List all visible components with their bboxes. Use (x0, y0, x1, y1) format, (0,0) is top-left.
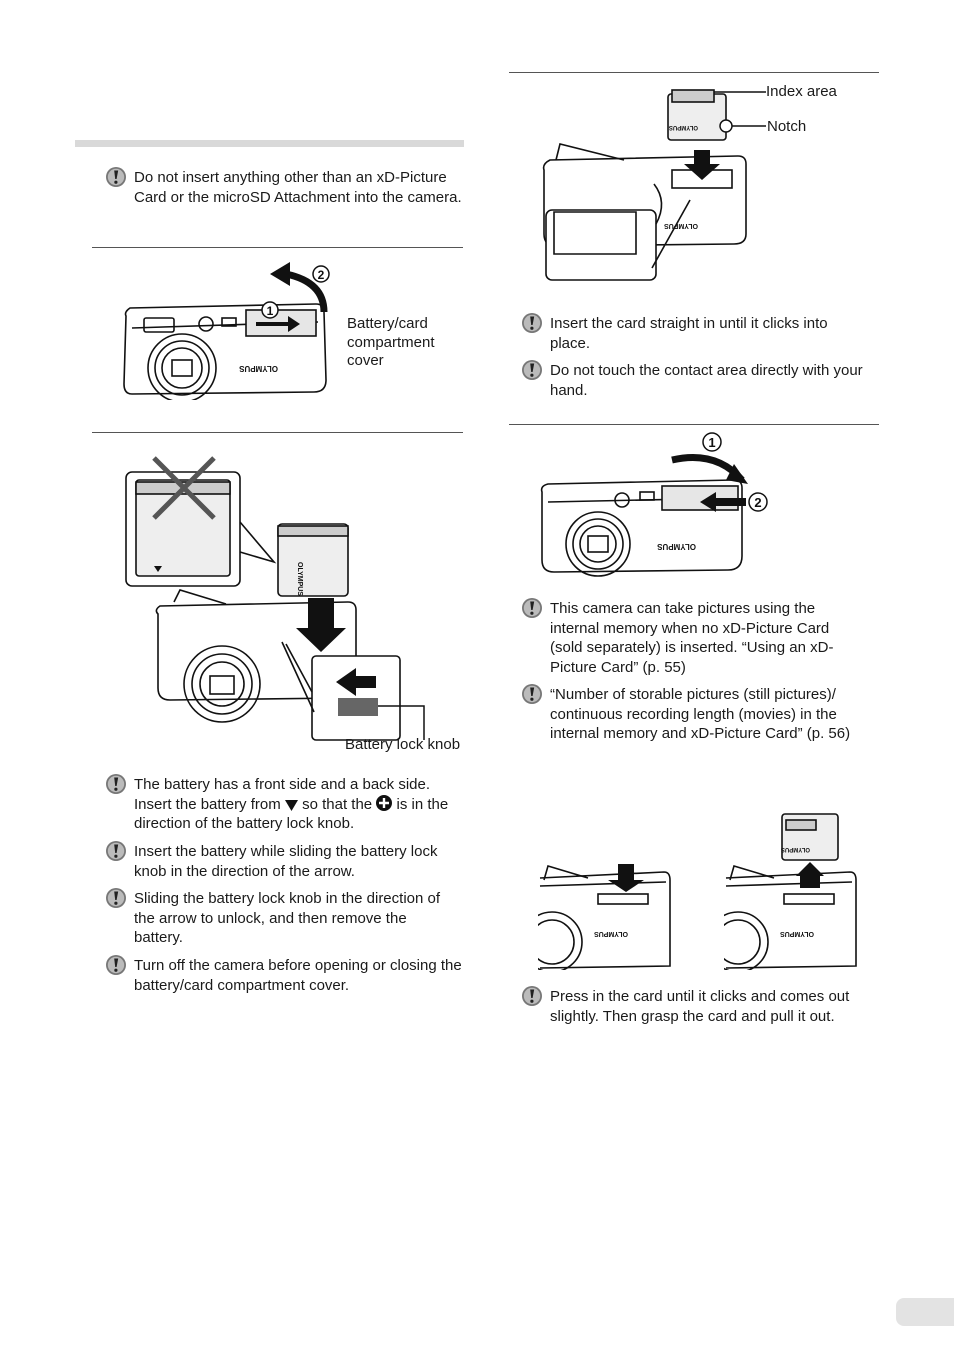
triangle-down-icon (284, 799, 298, 811)
camera-open-cover-figure: OLYMPUS 1 2 (123, 262, 330, 400)
svg-text:OLYMPUS: OLYMPUS (296, 562, 303, 596)
caution-icon (522, 313, 542, 333)
caution-icon (106, 955, 126, 975)
divider (92, 247, 463, 248)
svg-text:2: 2 (754, 495, 761, 510)
caution-icon (522, 986, 542, 1006)
note-text: The battery has a front side and a back … (134, 776, 449, 832)
svg-text:1: 1 (267, 304, 274, 318)
divider (509, 424, 879, 425)
caution-icon (106, 841, 126, 861)
note-text: Turn off the camera before opening or cl… (134, 957, 462, 994)
svg-text:OLYMPUS: OLYMPUS (657, 542, 696, 551)
note-text: Insert the battery while sliding the bat… (134, 843, 438, 880)
svg-text:OLYMPUS: OLYMPUS (781, 846, 810, 852)
svg-text:1: 1 (708, 435, 715, 450)
card-remove-figure-press: OLYMPUS (538, 864, 671, 970)
caution-icon (106, 774, 126, 794)
note-text: “Number of storable pictures (still pict… (550, 686, 851, 742)
note-text: Do not insert anything other than an xD-… (134, 169, 462, 206)
caution-icon (106, 167, 126, 187)
svg-text:OLYMPUS: OLYMPUS (664, 222, 698, 229)
notch-label: Notch (767, 118, 807, 135)
card-remove-figure-pull: OLYMPUS OLYMPUS (724, 813, 857, 970)
note-text: Sliding the battery lock knob in the dir… (134, 890, 441, 946)
brand-text: OLYMPUS (239, 364, 278, 373)
svg-text:OLYMPUS: OLYMPUS (780, 930, 814, 937)
page-tab (896, 1298, 954, 1326)
note-text: Insert the card straight in until it cli… (550, 315, 828, 352)
divider (509, 72, 879, 73)
card-insert-figure: OLYMPUS OLYMPUS (542, 89, 766, 281)
note-text: Press in the card until it clicks and co… (550, 988, 850, 1025)
svg-text:OLYMPUS: OLYMPUS (594, 930, 628, 937)
svg-text:OLYMPUS: OLYMPUS (669, 124, 698, 130)
divider (92, 432, 463, 433)
note-text: This camera can take pictures using the … (550, 600, 834, 676)
note-text: Do not touch the contact area directly w… (550, 362, 863, 399)
section-header-bar (75, 140, 464, 147)
caution-icon (522, 598, 542, 618)
cover-label: Battery/card compartment cover (347, 315, 435, 369)
camera-close-cover-figure: OLYMPUS 1 2 (540, 432, 768, 577)
caution-icon (522, 684, 542, 704)
caution-icon (522, 360, 542, 380)
lock-knob-label: Battery lock knob (345, 736, 461, 753)
index-area-label: Index area (766, 83, 837, 100)
plus-circle-icon (376, 794, 393, 811)
caution-icon (106, 888, 126, 908)
svg-text:2: 2 (318, 268, 325, 282)
battery-insert-figure: OLYMPUS (125, 456, 425, 741)
